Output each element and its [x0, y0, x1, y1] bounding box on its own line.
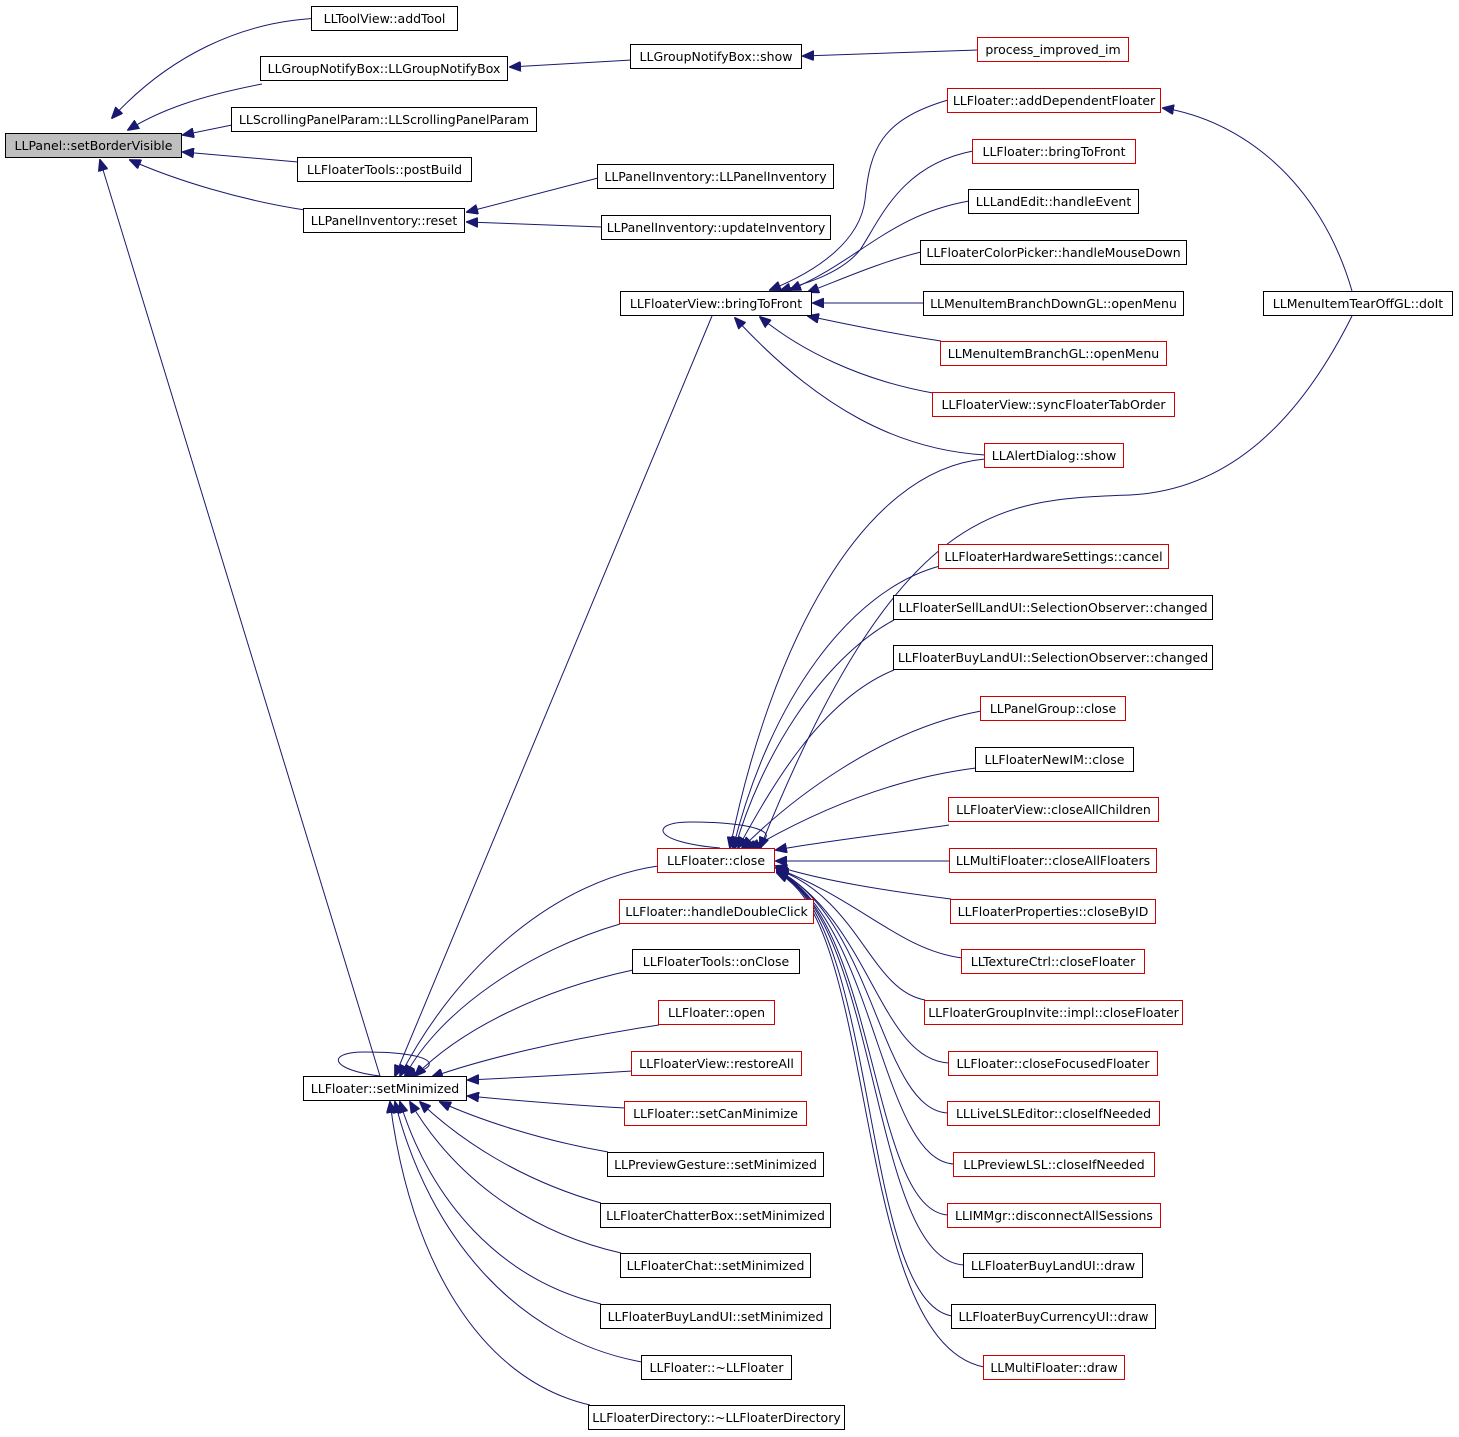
edge-dblclick-to-setminimized — [405, 923, 621, 1076]
edge-bringtofront-to-root-path — [395, 315, 713, 1076]
edge-onclose-to-setminimized — [415, 969, 634, 1076]
node-llfloater-bringtofront[interactable]: LLFloater::bringToFront — [972, 139, 1136, 164]
node-llfloaterview-closeallchildren[interactable]: LLFloaterView::closeAllChildren — [948, 797, 1159, 822]
node-lltoolview-addtool[interactable]: LLToolView::addTool — [311, 6, 458, 31]
node-llfloaterhardwaresettings-cancel[interactable]: LLFloaterHardwareSettings::cancel — [938, 544, 1169, 569]
node-llfloaterproperties-closebyid[interactable]: LLFloaterProperties::closeByID — [950, 899, 1156, 924]
edge-panelinventory-reset-to-root — [130, 160, 306, 211]
edge-setminimized-self — [337, 1051, 430, 1076]
edge-inventory-ctor-to-reset — [467, 177, 599, 212]
edge-adddependent-to-bringtofront — [770, 99, 949, 290]
edge-synctab-to-bringtofront — [760, 317, 934, 394]
node-llfloater-open[interactable]: LLFloater::open — [658, 1000, 775, 1025]
node-llfloaterchat-setminimized[interactable]: LLFloaterChat::setMinimized — [620, 1253, 811, 1278]
edge-buylandsetmin-to-setminimized — [400, 1102, 602, 1305]
edge-sellland-to-close — [735, 619, 895, 848]
edge-groupinvite-to-close — [777, 869, 926, 1001]
node-llfloatertools-postbuild[interactable]: LLFloaterTools::postBuild — [297, 157, 472, 182]
edge-setminimized-to-root — [100, 160, 381, 1077]
node-llmenuitembranchdowngl-openmenu[interactable]: LLMenuItemBranchDownGL::openMenu — [923, 291, 1184, 316]
edge-branch-to-bringtofront — [808, 316, 942, 342]
node-llfloater-setcanminimize[interactable]: LLFloater::setCanMinimize — [624, 1101, 807, 1126]
edge-landedit-to-bringtofront — [790, 200, 970, 290]
edge-scrollingpanel-to-root — [183, 124, 233, 135]
node-llfloaterbuycurrencyui-draw[interactable]: LLFloaterBuyCurrencyUI::draw — [951, 1304, 1156, 1329]
edge-panelgroup-to-close — [742, 710, 982, 848]
node-llmultifloater-closeallfloaters[interactable]: LLMultiFloater::closeAllFloaters — [949, 848, 1157, 873]
node-llfloaterbuylandui-draw[interactable]: LLFloaterBuyLandUI::draw — [963, 1253, 1143, 1278]
node-llimmgr-disconnectallsessions[interactable]: LLIMMgr::disconnectAllSessions — [947, 1203, 1161, 1228]
edge-colorpicker-to-bringtofront — [808, 251, 922, 292]
edge-alert-to-close — [730, 458, 986, 848]
node-llfloater-closefocusedfloater[interactable]: LLFloater::closeFocusedFloater — [948, 1051, 1158, 1076]
edge-previewgesture-to-setminimized — [440, 1102, 609, 1153]
node-lllandedit-handleevent[interactable]: LLLandEdit::handleEvent — [968, 189, 1139, 214]
edge-open-to-setminimized — [432, 1024, 660, 1077]
node-llgroupnotifybox-ctor[interactable]: LLGroupNotifyBox::LLGroupNotifyBox — [260, 56, 508, 81]
node-llfloaterbuylandui-setminimized[interactable]: LLFloaterBuyLandUI::setMinimized — [600, 1304, 831, 1329]
edge-tearoff-to-close — [760, 315, 1353, 848]
edge-floatertools-to-root — [183, 152, 299, 163]
node-llpanelinventory-reset[interactable]: LLPanelInventory::reset — [303, 208, 465, 233]
node-llfloatercolorpicker-handlemousedown[interactable]: LLFloaterColorPicker::handleMouseDown — [920, 240, 1187, 265]
node-llalertdialog-show[interactable]: LLAlertDialog::show — [984, 443, 1124, 468]
node-llgroupnotifybox-show[interactable]: LLGroupNotifyBox::show — [630, 44, 802, 69]
node-llmenuitemtearoffgl-doit[interactable]: LLMenuItemTearOffGL::doIt — [1263, 291, 1453, 316]
edge-newim-to-close — [750, 767, 977, 849]
edge-addtool-to-root — [112, 17, 331, 118]
node-llfloater-destructor[interactable]: LLFloater::~LLFloater — [641, 1355, 792, 1380]
edge-tearoff-to-adddependent — [1163, 108, 1353, 292]
node-llfloaterview-restoreall[interactable]: LLFloaterView::restoreAll — [631, 1051, 802, 1076]
node-llfloater-close[interactable]: LLFloater::close — [657, 848, 775, 873]
edge-process-to-show — [803, 49, 979, 56]
edge-groupnotifybox-to-root — [128, 83, 263, 130]
edge-dtor-to-setminimized — [395, 1102, 643, 1363]
node-llfloaterbuylandui-changed[interactable]: LLFloaterBuyLandUI::SelectionObserver::c… — [893, 645, 1213, 670]
node-llfloater-setminimized[interactable]: LLFloater::setMinimized — [303, 1076, 467, 1101]
node-llfloaternewim-close[interactable]: LLFloaterNewIM::close — [975, 747, 1134, 772]
node-llmultifloater-draw[interactable]: LLMultiFloater::draw — [983, 1355, 1125, 1380]
node-llfloater-handledoubleclick[interactable]: LLFloater::handleDoubleClick — [619, 899, 814, 924]
edge-floaterchat-to-setminimized — [410, 1102, 622, 1254]
node-process-improved-im[interactable]: process_improved_im — [977, 37, 1129, 62]
node-llpreviewgesture-setminimized[interactable]: LLPreviewGesture::setMinimized — [607, 1152, 824, 1177]
edge-directorydtor-to-setminimized — [390, 1102, 591, 1406]
node-llpanelgroup-close[interactable]: LLPanelGroup::close — [980, 696, 1126, 721]
edge-chatterbox-to-setminimized — [420, 1102, 602, 1204]
node-llfloaterdirectory-destructor[interactable]: LLFloaterDirectory::~LLFloaterDirectory — [588, 1405, 845, 1430]
edge-buycurrency-draw-to-close — [777, 872, 953, 1317]
edge-inventory-update-to-reset — [467, 222, 603, 228]
node-llfloaterchatterbox-setminimized[interactable]: LLFloaterChatterBox::setMinimized — [600, 1203, 831, 1228]
edge-setcanminimize-to-setminimized — [468, 1096, 626, 1109]
node-llliveslseditor-closeifneeded[interactable]: LLLiveLSLEditor::closeIfNeeded — [947, 1101, 1160, 1126]
node-llpanel-setbordervisible: LLPanel::setBorderVisible — [5, 133, 182, 158]
edge-livelsl-to-close — [777, 870, 949, 1114]
edge-close-to-setminimized — [400, 865, 659, 1076]
node-llfloaterview-bringtofront[interactable]: LLFloaterView::bringToFront — [620, 291, 812, 316]
node-lltexturectrl-closefloater[interactable]: LLTextureCtrl::closeFloater — [961, 949, 1145, 974]
node-llscrollingpanelparam-ctor[interactable]: LLScrollingPanelParam::LLScrollingPanelP… — [231, 107, 537, 132]
edge-closebyid-to-close — [776, 866, 952, 900]
node-llfloaterselllandui-changed[interactable]: LLFloaterSellLandUI::SelectionObserver::… — [893, 595, 1213, 620]
edge-show-to-groupnotifybox — [510, 59, 633, 67]
node-llfloatergroupinvite-impl-closefloater[interactable]: LLFloaterGroupInvite::impl::closeFloater — [924, 1000, 1183, 1025]
node-llpanelinventory-ctor[interactable]: LLPanelInventory::LLPanelInventory — [597, 164, 834, 189]
edge-texturectrl-to-close — [776, 868, 963, 959]
node-llfloaterview-syncfloatertaborder[interactable]: LLFloaterView::syncFloaterTabOrder — [932, 392, 1175, 417]
edge-close-self — [662, 821, 767, 848]
edge-closeallchildren-to-close — [776, 824, 950, 850]
edge-hardware-to-close — [733, 565, 941, 848]
node-llmenuitembranchgl-openmenu[interactable]: LLMenuItemBranchGL::openMenu — [940, 341, 1167, 366]
node-llfloatertools-onclose[interactable]: LLFloaterTools::onClose — [632, 949, 800, 974]
edge-restoreall-to-setminimized — [468, 1070, 633, 1080]
node-llfloater-adddependentfloater[interactable]: LLFloater::addDependentFloater — [947, 88, 1161, 113]
edge-alert-to-bringtofront — [735, 318, 986, 456]
node-llpreviewlsl-closeifneeded[interactable]: LLPreviewLSL::closeIfNeeded — [953, 1152, 1155, 1177]
node-llpanelinventory-updateinventory[interactable]: LLPanelInventory::updateInventory — [601, 215, 831, 240]
edge-buyland-changed-to-close — [738, 669, 895, 848]
